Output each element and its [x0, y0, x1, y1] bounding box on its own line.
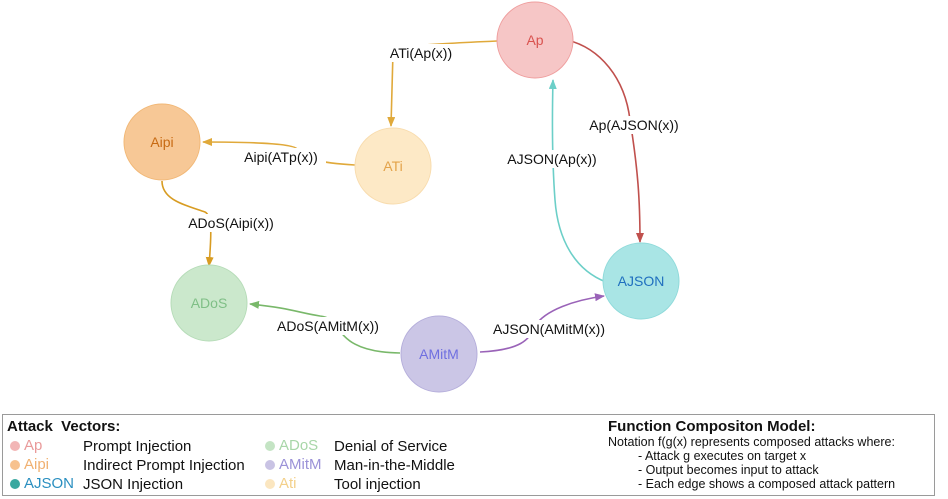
- edge-ajson-to-ap: [548, 79, 607, 283]
- legend-dot-aipi: [10, 459, 20, 470]
- edge-label-ap-to-ati: ATi(Ap(x)): [382, 44, 460, 62]
- legend-item-ados: ADoS: [265, 437, 318, 454]
- edge-ap-to-ajson: [566, 39, 644, 243]
- legend-dot-ati: [265, 478, 275, 489]
- node-aipi: Aipi: [123, 103, 201, 181]
- attack-graph: ATi(Ap(x)) Aipi(ATp(x)) ADoS(Aipi(x)) Ap…: [123, 1, 689, 393]
- node-ati: ATi: [354, 127, 432, 205]
- legend-desc-ajson: JSON Injection: [83, 476, 184, 493]
- legend-desc-amitm: Man-in-the-Middle: [334, 457, 455, 474]
- node-amitm: AMitM: [400, 315, 478, 393]
- legend-abbr-ati: Ati: [279, 475, 297, 492]
- edge-aipi-to-ados: [161, 180, 214, 267]
- edge-label-aipi-to-ados: ADoS(Aipi(x)): [181, 214, 281, 232]
- model-title: Function Compositon Model:: [608, 418, 816, 435]
- svg-text:ATi: ATi: [383, 158, 402, 174]
- svg-text:ADoS(Aipi(x)): ADoS(Aipi(x)): [188, 215, 274, 231]
- svg-text:ATi(Ap(x)): ATi(Ap(x)): [390, 45, 452, 61]
- legend-dot-ajson: [10, 478, 20, 489]
- edge-label-amitm-to-ados: ADoS(AMitM(x)): [264, 317, 392, 335]
- svg-text:AJSON(Ap(x)): AJSON(Ap(x)): [507, 151, 596, 167]
- legend-abbr-ap: Ap: [24, 437, 43, 454]
- edge-amitm-to-ados: [249, 300, 401, 354]
- model-notation: Notation f(g(x) represents composed atta…: [608, 435, 895, 449]
- svg-text:AJSON: AJSON: [618, 273, 665, 289]
- legend-dot-amitm: [265, 459, 275, 470]
- edge-label-amitm-to-ajson: AJSON(AMitM(x)): [482, 320, 617, 338]
- node-ados: ADoS: [170, 264, 248, 342]
- legend-item-ajson: AJSON: [10, 475, 74, 492]
- edge-label-ap-to-ajson: Ap(AJSON(x)): [579, 116, 689, 134]
- legend-dot-ados: [265, 440, 275, 451]
- svg-text:Aipi(ATp(x)): Aipi(ATp(x)): [244, 149, 318, 165]
- legend-abbr-aipi: Aipi: [24, 456, 50, 473]
- legend-desc-aipi: Indirect Prompt Injection: [83, 457, 245, 474]
- legend-desc-ap: Prompt Injection: [83, 438, 192, 455]
- legend-desc-ati: Tool injection: [334, 476, 421, 493]
- legend-abbr-ajson: AJSON: [24, 475, 75, 492]
- legend-dot-ap: [10, 440, 20, 451]
- legend-item-amitm: AMitM: [265, 456, 322, 473]
- svg-text:ADoS(AMitM(x)): ADoS(AMitM(x)): [277, 318, 379, 334]
- legend-item-ati: Ati: [265, 475, 297, 492]
- legend-desc-ados: Denial of Service: [334, 438, 448, 455]
- legend-abbr-ados: ADoS: [279, 437, 319, 454]
- svg-text:AJSON(AMitM(x)): AJSON(AMitM(x)): [493, 321, 605, 337]
- svg-text:Ap: Ap: [526, 32, 543, 48]
- node-ajson: AJSON: [602, 242, 680, 320]
- edge-label-ajson-to-ap: AJSON(Ap(x)): [497, 150, 607, 168]
- edge-label-ati-to-aipi: Aipi(ATp(x)): [236, 148, 326, 166]
- legend-title: Attack Vectors:: [7, 418, 121, 435]
- model-bullet: - Each edge shows a composed attack patt…: [638, 477, 896, 491]
- legend-abbr-amitm: AMitM: [279, 456, 322, 473]
- composition-model: Function Compositon Model: Notation f(g(…: [608, 418, 933, 491]
- model-bullet: - Attack g executes on target x: [638, 449, 807, 463]
- legend-item-ap: Ap: [10, 437, 42, 454]
- node-ap: Ap: [496, 1, 574, 79]
- svg-text:ADoS: ADoS: [191, 295, 228, 311]
- model-bullet: - Output becomes input to attack: [638, 463, 819, 477]
- legend-item-aipi: Aipi: [10, 456, 49, 473]
- svg-text:Aipi: Aipi: [150, 134, 173, 150]
- svg-text:AMitM: AMitM: [419, 346, 459, 362]
- legend-box: Attack Vectors: Ap Prompt Injection Aipi…: [2, 414, 935, 496]
- svg-text:Ap(AJSON(x)): Ap(AJSON(x)): [589, 117, 678, 133]
